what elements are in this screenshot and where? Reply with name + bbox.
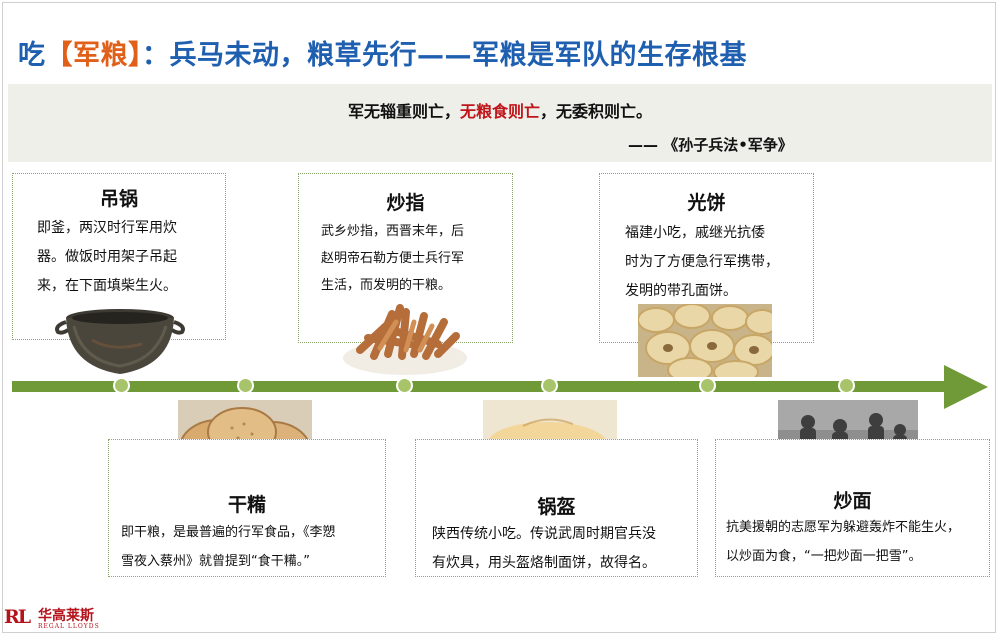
card-line: 有炊具，用头盔烙制面饼，故得名。 — [432, 555, 656, 571]
chaozhi-image — [343, 304, 467, 375]
card-line: 抗美援朝的志愿军为躲避轰炸不能生火， — [726, 520, 961, 535]
timeline-dot — [541, 377, 558, 394]
card-title: 光饼 — [687, 192, 726, 214]
card-line: 来，在下面填柴生火。 — [37, 278, 177, 294]
card-chaozhi: 炒指 武乡炒指，西晋末年，后 赵明帝石勒方便士兵行军 生活，而发明的干粮。 — [298, 173, 513, 343]
timeline-arrowhead — [944, 365, 988, 409]
title-prefix: 吃 — [18, 40, 46, 71]
card-line: 武乡炒指，西晋末年，后 — [321, 224, 465, 239]
quote-part1: 军无辎重则亡， — [347, 102, 460, 121]
card-line: 福建小吃，戚继光抗倭 — [625, 225, 765, 241]
logo-mark: RL — [4, 606, 31, 628]
timeline-dot — [237, 377, 254, 394]
card-line: 发明的带孔面饼。 — [625, 283, 737, 299]
quote-text: 军无辎重则亡，无粮食则亡，无委积则亡。 — [8, 98, 992, 122]
page-title: 吃【军粮】：兵马未动，粮草先行——军粮是军队的生存根基 — [18, 33, 747, 72]
card-title: 干糒 — [227, 494, 266, 516]
card-title: 炒面 — [833, 490, 872, 512]
company-logo: RL 华高莱斯 REGAL LLOYDS — [4, 605, 124, 633]
logo-chinese-name: 华高莱斯 — [38, 608, 94, 624]
quote-part2: ，无委积则亡。 — [540, 102, 653, 121]
card-guangbing: 光饼 福建小吃，戚继光抗倭 时为了方便急行军携带， 发明的带孔面饼。 — [599, 173, 814, 343]
card-guokui: 锅盔 陕西传统小吃。传说武周时期官兵没 有炊具，用头盔烙制面饼，故得名。 — [415, 439, 698, 577]
hanging-pot-image — [55, 309, 185, 374]
guangbing-image — [638, 304, 772, 377]
quote-highlight: 无粮食则亡 — [459, 102, 540, 121]
card-line: 雪夜入蔡州》就曾提到“食干糒。” — [121, 554, 310, 569]
timeline — [12, 365, 988, 409]
title-bracket: 【军粮】 — [45, 40, 142, 71]
card-line: 赵明帝石勒方便士兵行军 — [321, 251, 465, 266]
card-line: 时为了方便急行军携带， — [625, 254, 779, 270]
logo-english-name: REGAL LLOYDS — [38, 623, 100, 630]
card-title: 锅盔 — [537, 496, 576, 518]
card-line: 生活，而发明的干粮。 — [321, 278, 452, 293]
timeline-dot — [396, 377, 413, 394]
card-line: 以炒面为食，“一把炒面一把雪”。 — [726, 549, 922, 564]
card-title: 炒指 — [386, 192, 425, 214]
timeline-dot — [838, 377, 855, 394]
card-ganbei: 干糒 即干粮，是最普遍的行军食品，《李愬 雪夜入蔡州》就曾提到“食干糒。” — [108, 439, 386, 577]
card-line: 即干粮，是最普遍的行军食品，《李愬 — [121, 525, 336, 540]
timeline-bar — [12, 381, 947, 392]
card-line: 即釜，两汉时行军用炊 — [37, 220, 177, 236]
card-line: 陕西传统小吃。传说武周时期官兵没 — [432, 526, 656, 542]
timeline-dot — [699, 377, 716, 394]
quote-source: —— 《孙子兵法•军争》 — [628, 136, 793, 154]
card-title: 吊锅 — [99, 188, 138, 210]
card-chaomian: 炒面 抗美援朝的志愿军为躲避轰炸不能生火， 以炒面为食，“一把炒面一把雪”。 — [715, 439, 990, 577]
timeline-dot — [113, 377, 130, 394]
card-line: 器。做饭时用架子吊起 — [37, 249, 177, 265]
title-rest: ：兵马未动，粮草先行——军粮是军队的生存根基 — [142, 40, 747, 71]
quote-band: 军无辎重则亡，无粮食则亡，无委积则亡。 —— 《孙子兵法•军争》 — [8, 84, 992, 162]
